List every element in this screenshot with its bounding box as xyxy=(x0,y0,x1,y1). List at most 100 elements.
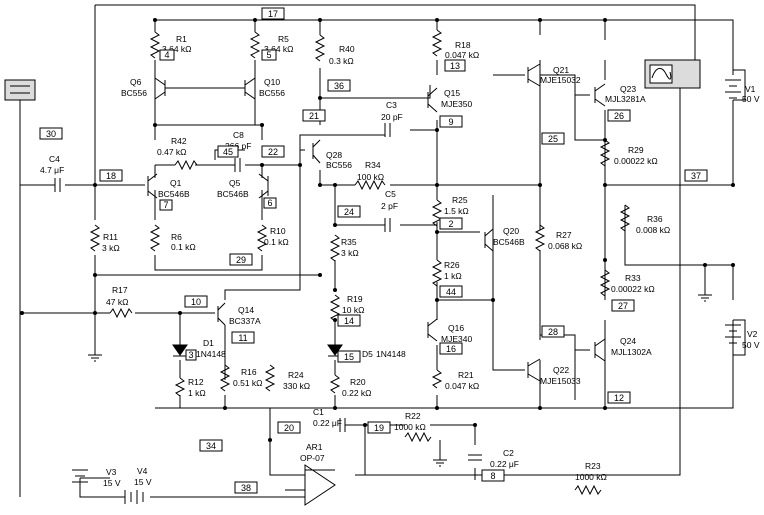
Q1-value: BC546B xyxy=(158,189,190,199)
R19-value: 10 kΩ xyxy=(342,305,364,315)
svg-text:11: 11 xyxy=(238,333,247,343)
svg-text:21: 21 xyxy=(309,111,319,121)
node-38: 38 xyxy=(234,481,258,494)
op-amp-symbol xyxy=(304,464,336,506)
Q23-value: MJL3281A xyxy=(605,94,646,104)
svg-text:4: 4 xyxy=(164,50,169,60)
R35-value: 3 kΩ xyxy=(341,248,359,258)
Q14-ref: Q14 xyxy=(238,305,254,315)
C4-value: 4.7 μF xyxy=(40,165,64,175)
Q20-ref: Q20 xyxy=(503,226,519,236)
svg-text:7: 7 xyxy=(163,200,168,210)
oscilloscope-icon xyxy=(644,59,701,89)
V1-ref: V1 xyxy=(745,84,756,94)
svg-text:29: 29 xyxy=(236,255,246,265)
V1-value: 50 V xyxy=(742,94,760,104)
node-11: 11 xyxy=(231,331,255,344)
R12-value: 1 kΩ xyxy=(188,388,206,398)
C2-ref: C2 xyxy=(503,448,514,458)
Q14-value: BC337A xyxy=(229,316,261,326)
R25-value: 1.5 kΩ xyxy=(444,206,469,216)
C5-ref: C5 xyxy=(385,189,396,199)
R23-ref: R23 xyxy=(585,461,601,471)
svg-text:24: 24 xyxy=(344,207,354,217)
svg-text:2: 2 xyxy=(448,219,453,229)
R27-value: 0.068 kΩ xyxy=(548,241,582,251)
Q21-ref: Q21 xyxy=(553,65,569,75)
svg-text:30: 30 xyxy=(46,129,56,139)
svg-text:36: 36 xyxy=(334,81,344,91)
R5-value: 3.64 kΩ xyxy=(264,44,294,54)
svg-text:16: 16 xyxy=(446,344,456,354)
R19-ref: R19 xyxy=(347,294,363,304)
node-25: 25 xyxy=(541,132,565,145)
node-44: 44 xyxy=(439,285,463,298)
svg-text:45: 45 xyxy=(223,147,233,157)
Q10-ref: Q10 xyxy=(264,77,280,87)
Q1-ref: Q1 xyxy=(170,178,182,188)
node-19: 19 xyxy=(367,421,391,434)
R1-value: 3.64 kΩ xyxy=(162,44,192,54)
Q24-value: MJL1302A xyxy=(611,347,652,357)
svg-text:10: 10 xyxy=(191,297,201,307)
wires xyxy=(19,4,746,498)
R21-ref: R21 xyxy=(458,370,474,380)
node-9: 9 xyxy=(439,115,463,128)
node-36: 36 xyxy=(327,79,351,92)
svg-text:12: 12 xyxy=(614,393,624,403)
node-34: 34 xyxy=(199,439,223,452)
node-37: 37 xyxy=(684,169,708,182)
Q20-value: BC546B xyxy=(493,237,525,247)
node-30: 30 xyxy=(39,127,63,140)
R33-ref: R33 xyxy=(625,273,641,283)
function-generator-icon xyxy=(4,79,36,101)
R11-ref: R11 xyxy=(103,232,118,242)
R36-ref: R36 xyxy=(647,214,663,224)
node-8: 8 xyxy=(481,469,505,482)
R29-value: 0.00022 kΩ xyxy=(614,156,658,166)
svg-text:28: 28 xyxy=(548,327,558,337)
Q23-ref: Q23 xyxy=(620,84,636,94)
V4-value: 15 V xyxy=(134,477,152,487)
node-28: 28 xyxy=(541,325,565,338)
R29-ref: R29 xyxy=(628,145,644,155)
svg-text:8: 8 xyxy=(490,471,495,481)
node-6: 6 xyxy=(263,197,277,209)
C1-value: 0.22 μF xyxy=(313,418,342,428)
svg-text:18: 18 xyxy=(106,171,116,181)
R25-ref: R25 xyxy=(452,195,468,205)
node-22: 22 xyxy=(261,145,285,158)
R35-ref: R35 xyxy=(341,237,357,247)
node-16: 16 xyxy=(439,342,463,355)
R17-value: 47 kΩ xyxy=(106,297,128,307)
R42-ref: R42 xyxy=(171,136,187,146)
R26-value: 1 kΩ xyxy=(444,271,462,281)
svg-text:17: 17 xyxy=(268,9,278,19)
Q10-value: BC556 xyxy=(259,88,285,98)
svg-text:25: 25 xyxy=(548,134,558,144)
R10-value: 0.1 kΩ xyxy=(264,237,289,247)
node-21: 21 xyxy=(302,109,326,122)
C4-ref: C4 xyxy=(49,154,60,164)
node-4: 4 xyxy=(159,49,175,61)
R24-ref: R24 xyxy=(288,370,304,380)
V3-value: 15 V xyxy=(103,478,121,488)
Q6-value: BC556 xyxy=(121,88,147,98)
R34-value: 100 kΩ xyxy=(357,172,384,182)
node-15: 15 xyxy=(337,350,361,363)
R18-ref: R18 xyxy=(455,40,471,50)
capacitors xyxy=(54,123,482,461)
node-26: 26 xyxy=(607,109,631,122)
sources xyxy=(72,79,741,504)
node-29: 29 xyxy=(229,253,253,266)
node-2: 2 xyxy=(439,217,463,230)
svg-text:14: 14 xyxy=(344,316,354,326)
R18-value: 0.047 kΩ xyxy=(445,50,479,60)
node-12: 12 xyxy=(607,391,631,404)
R5-ref: R5 xyxy=(278,34,289,44)
svg-text:27: 27 xyxy=(618,301,628,311)
node-5: 5 xyxy=(261,49,277,61)
R1-ref: R1 xyxy=(176,34,187,44)
svg-text:44: 44 xyxy=(446,287,456,297)
